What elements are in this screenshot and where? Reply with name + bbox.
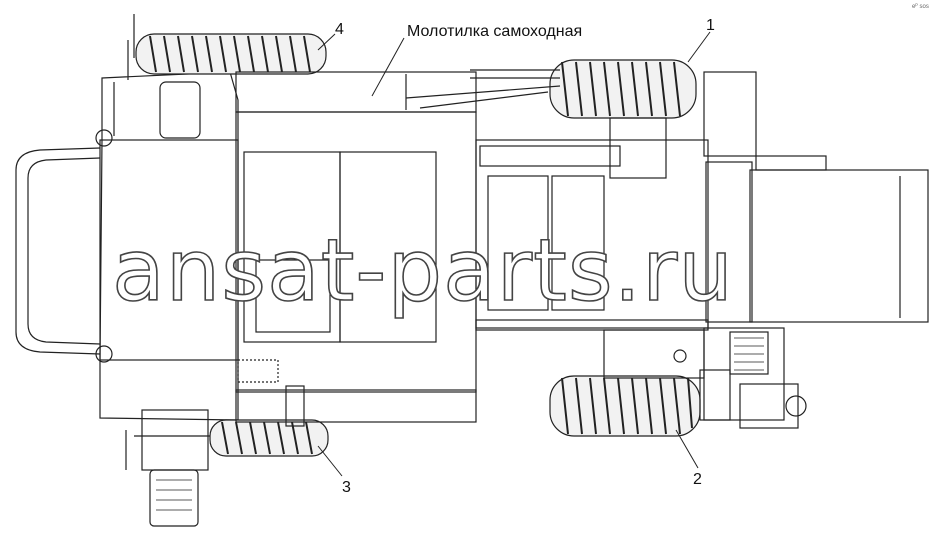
diagram-title: Молотилка самоходная	[407, 23, 582, 40]
tire-top-right	[549, 59, 697, 119]
callout-2: 2	[693, 471, 702, 488]
corner-mark: eᴾ sos	[912, 3, 929, 10]
thresher-body-left	[235, 71, 561, 427]
tire-top-left	[135, 33, 327, 75]
cab	[99, 14, 239, 421]
rear-conveyor	[699, 71, 929, 429]
callout-3: 3	[342, 479, 351, 496]
callout-leaders	[317, 31, 711, 477]
watermark-text: ansat-parts.ru	[112, 221, 734, 321]
front-bumper	[15, 129, 113, 363]
thresher-body-middle	[470, 69, 709, 379]
tire-bottom-right	[549, 375, 701, 437]
tire-bottom-left	[209, 419, 329, 457]
callout-1: 1	[706, 17, 715, 34]
bottom-step-platform	[125, 409, 210, 527]
callout-4: 4	[335, 21, 344, 38]
